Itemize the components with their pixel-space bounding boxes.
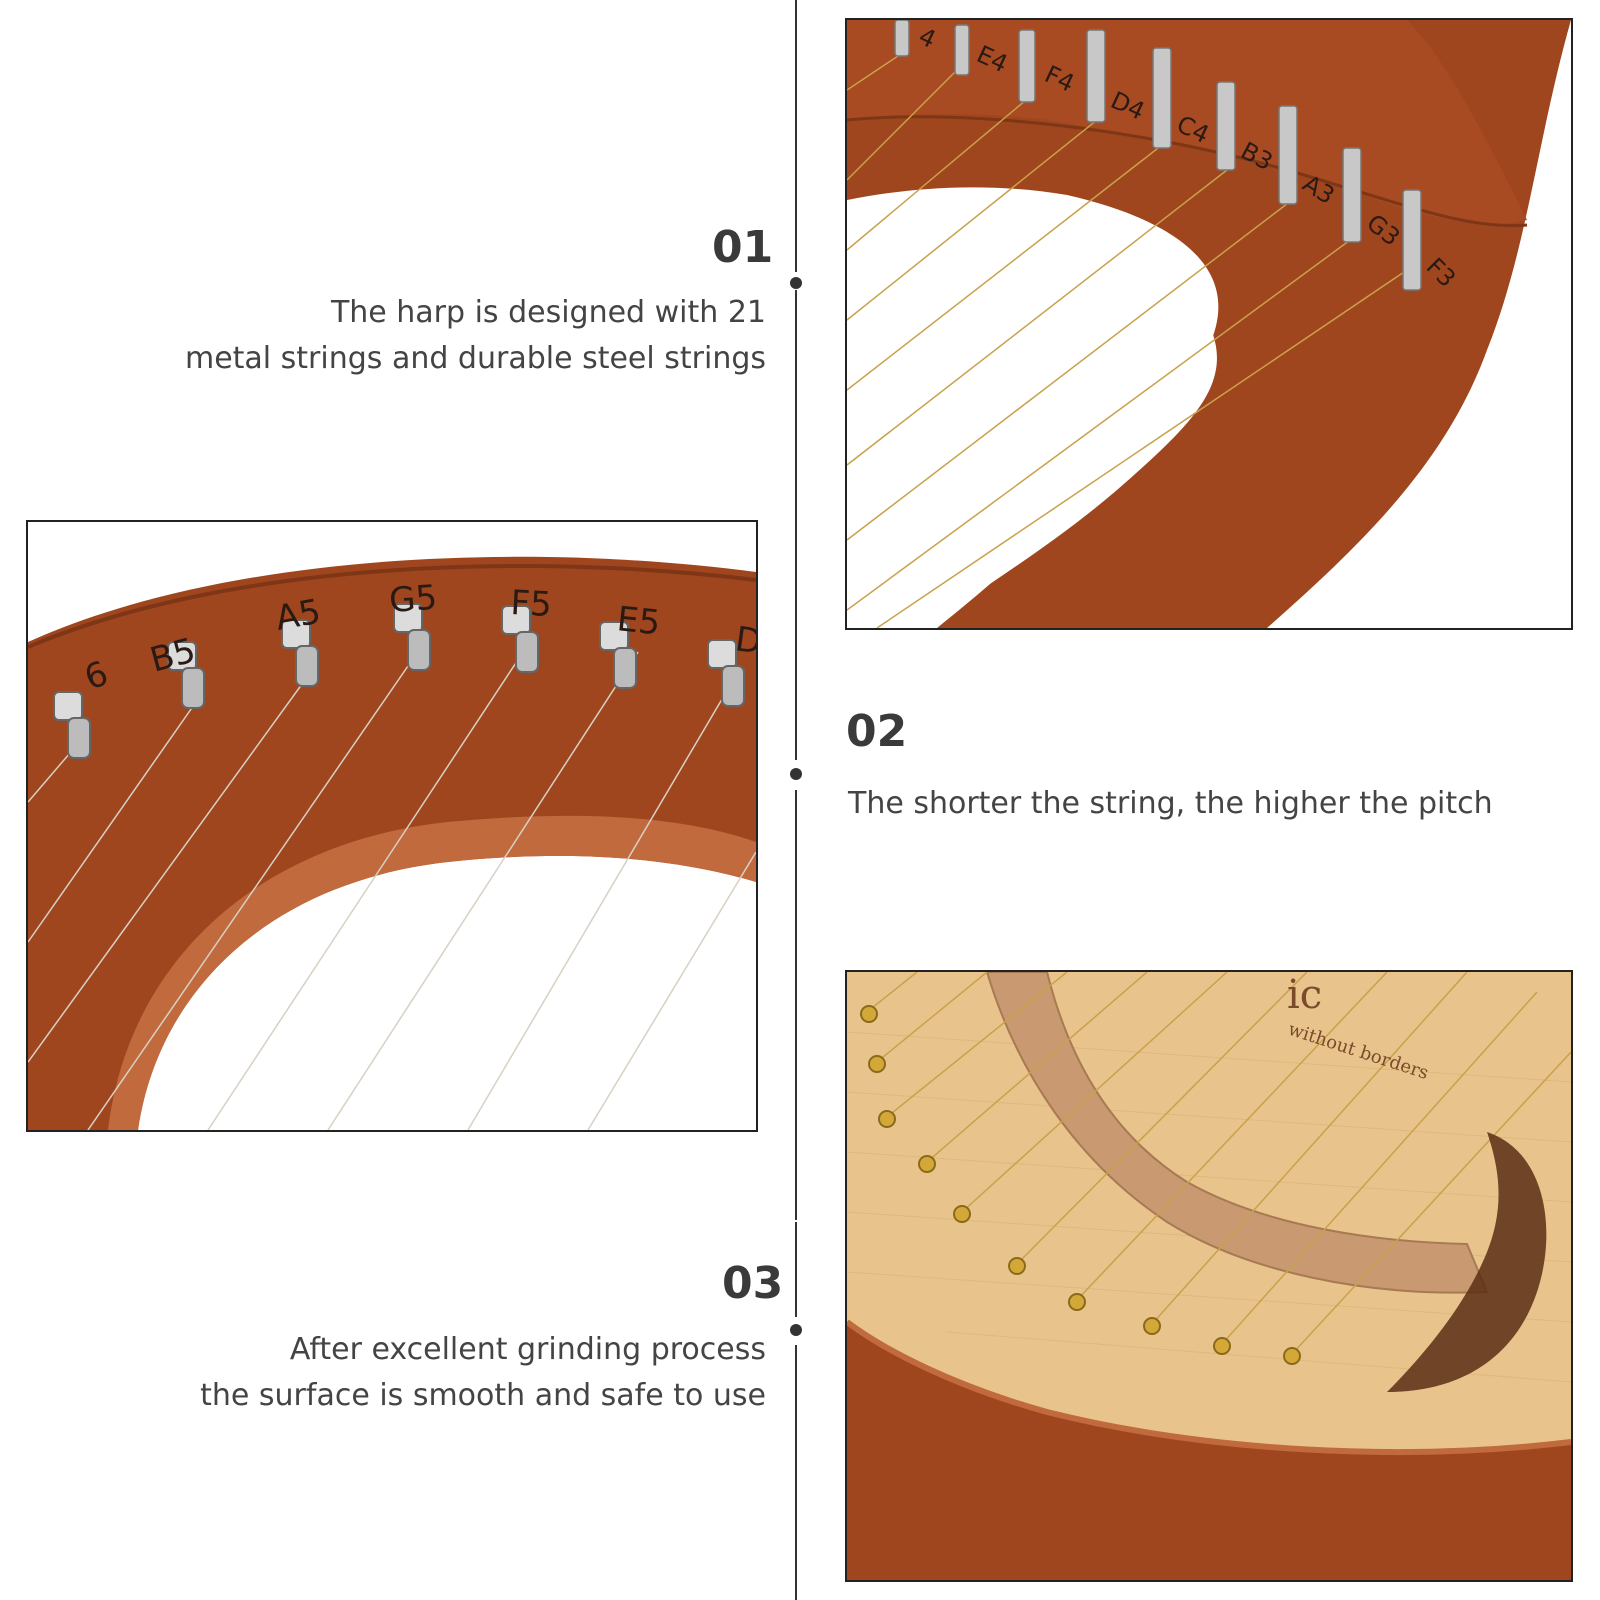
timeline-dot-01 — [790, 277, 802, 289]
inner-opening — [138, 855, 756, 1130]
engraved-brand: ic — [1287, 972, 1322, 1018]
closeup-label-3: A5 — [273, 592, 324, 639]
photo-soundboard-bridge: ic without borders — [845, 970, 1573, 1582]
closeup-strings — [28, 636, 756, 1130]
closeup-pins — [53, 603, 745, 759]
feature-03-line-2: the surface is smooth and safe to use — [200, 1378, 766, 1413]
harp-arch-illustration: 4 E4 F4 D4 C4 B3 A3 G3 F3 — [847, 20, 1571, 628]
closeup-label-7: D — [733, 619, 756, 662]
timeline-dot-03 — [790, 1324, 802, 1336]
timeline-line-bottom — [795, 1345, 797, 1600]
feature-number-01: 01 — [712, 222, 774, 273]
photo-tuning-pins-arch: 4 E4 F4 D4 C4 B3 A3 G3 F3 — [845, 18, 1573, 630]
feature-02-line-1: The shorter the string, the higher the p… — [848, 786, 1493, 821]
wood-band-shadow — [28, 564, 756, 649]
inner-bevel — [108, 815, 756, 1130]
soundboard-illustration: ic without borders — [847, 972, 1571, 1580]
feature-number-02: 02 — [846, 706, 908, 757]
wood-rim — [847, 1322, 1571, 1580]
tuning-pins — [894, 20, 1422, 291]
timeline-dot-02 — [790, 768, 802, 780]
feature-description-02: The shorter the string, the higher the p… — [848, 781, 1588, 827]
feature-01-line-2: metal strings and durable steel strings — [184, 341, 766, 376]
timeline-line-mid1 — [795, 290, 797, 760]
feature-03-line-1: After excellent grinding process — [289, 1332, 766, 1367]
harp-closeup-illustration: 6 B5 A5 G5 F5 E5 D — [28, 522, 756, 1130]
arch-strings — [847, 49, 1408, 628]
feature-01-line-1: The harp is designed with 21 — [330, 295, 766, 330]
timeline-line-top — [795, 0, 797, 272]
photo-note-labels-closeup: 6 B5 A5 G5 F5 E5 D — [26, 520, 758, 1132]
feature-description-03: After excellent grinding process the sur… — [170, 1327, 766, 1419]
closeup-label-6: E5 — [615, 599, 662, 643]
timeline-line-mid2 — [795, 790, 797, 1220]
engraved-decoration — [1387, 1132, 1547, 1392]
soundboard-strings — [866, 972, 1571, 1355]
feature-number-03: 03 — [722, 1258, 784, 1309]
closeup-label-5: F5 — [510, 583, 553, 625]
string-eyelets — [860, 1005, 1301, 1365]
feature-description-01: The harp is designed with 21 metal strin… — [170, 290, 766, 382]
timeline-line-mid3 — [795, 1222, 797, 1317]
wood-rim-highlight — [847, 1319, 1571, 1455]
wood-arch-edge — [847, 115, 1528, 228]
closeup-label-4: G5 — [388, 578, 439, 621]
